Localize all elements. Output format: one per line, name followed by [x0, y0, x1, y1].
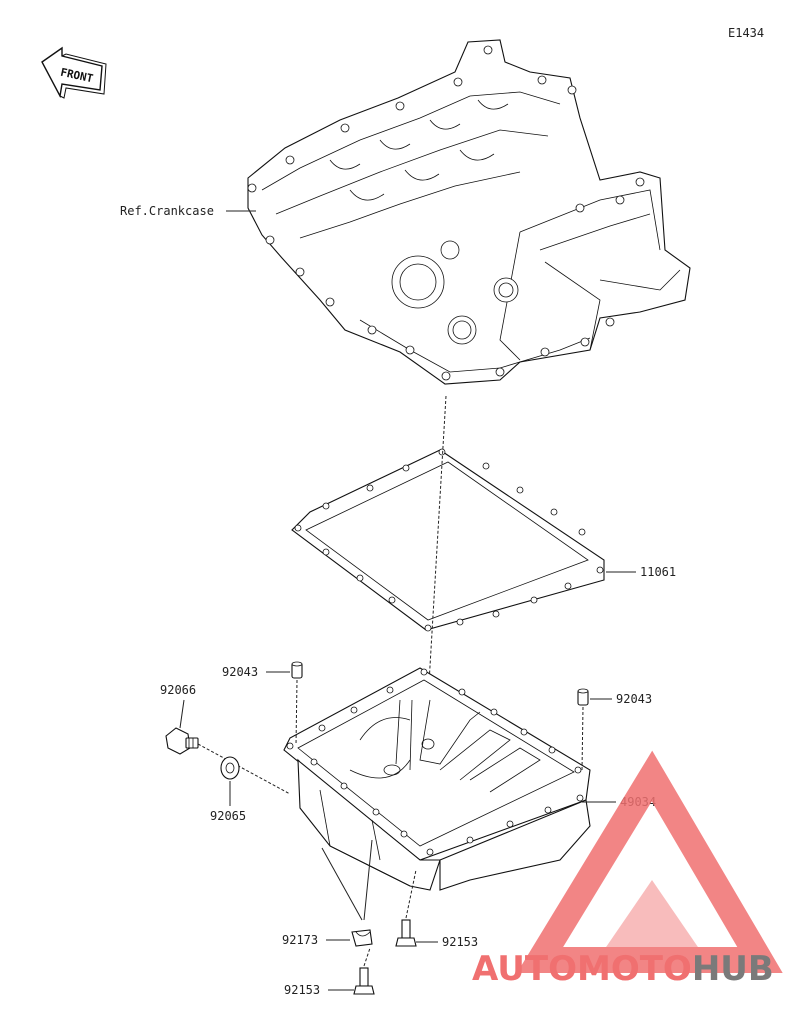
dowel-right-callout: 92043 [616, 692, 652, 706]
watermark-text: AUTOMOTOHUB [472, 949, 774, 989]
washer-callout: 92065 [210, 809, 246, 823]
dowel-pin-left [291, 661, 303, 679]
clamp-guide-right [363, 839, 373, 921]
bolt-bottom-callout: 92153 [284, 983, 320, 997]
dowel-left-callout: 92043 [222, 665, 258, 679]
gasket-callout: 11061 [640, 565, 676, 579]
flange-bolt-right [395, 919, 417, 947]
dowel-right-axis [581, 706, 584, 771]
crankcase-outline [247, 39, 691, 385]
clamp-guide-left [321, 847, 363, 921]
watermark-logo [516, 750, 783, 973]
bolt-right-callout: 92153 [442, 935, 478, 949]
front-arrow-icon: FRONT [41, 46, 107, 99]
drain-bolt [165, 727, 199, 755]
clamp [351, 929, 373, 947]
bolt-right-axis [405, 869, 417, 919]
drain-bolt-leader [179, 699, 185, 729]
watermark-part2: MOTO [577, 949, 692, 989]
diagram-code: E1434 [728, 26, 764, 40]
flange-bolt-bottom [353, 967, 375, 995]
drain-bolt-callout: 92066 [160, 683, 196, 697]
oil-pan [283, 667, 591, 891]
watermark-part1: AUTO [472, 949, 577, 989]
bolt-bottom-axis [363, 947, 371, 967]
alignment-line [427, 395, 447, 701]
dowel-pin-right [577, 688, 589, 706]
dowel-left-axis [295, 679, 298, 746]
drain-bolt-axis [197, 743, 291, 795]
watermark-part3: HUB [692, 949, 774, 989]
sealing-washer [220, 756, 240, 780]
clamp-callout: 92173 [282, 933, 318, 947]
crankcase-callout: Ref.Crankcase [120, 204, 214, 218]
oil-pan-gasket [291, 448, 605, 632]
